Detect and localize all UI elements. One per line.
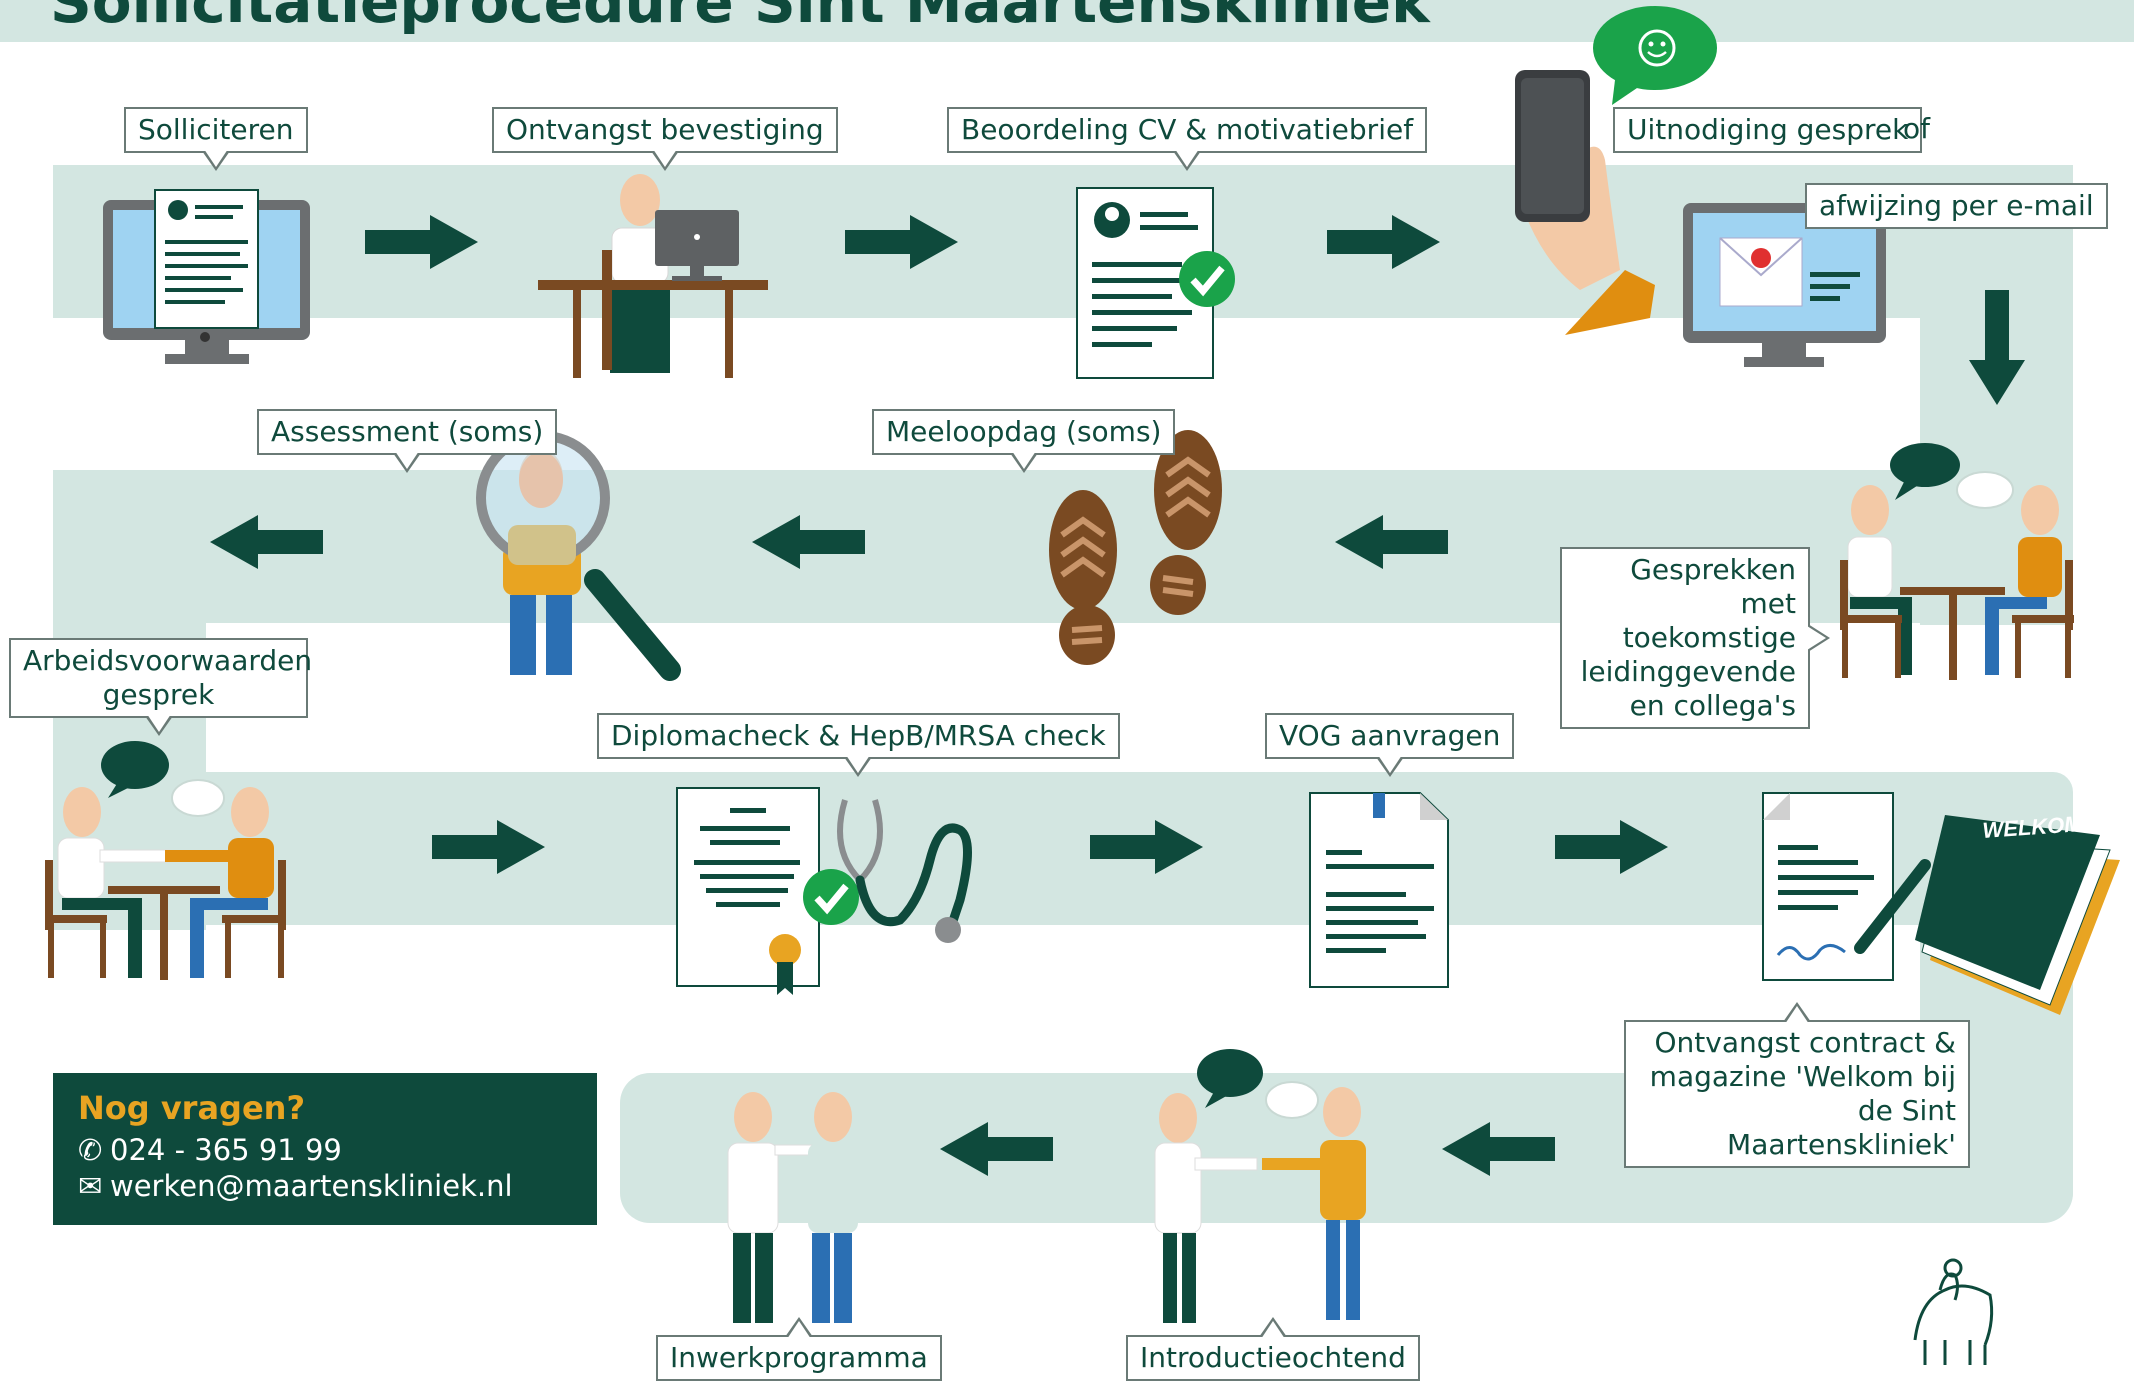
contact-email-row[interactable]: ✉werken@maartenskliniek.nl: [78, 1169, 513, 1203]
monitor-email-icon: [1683, 203, 1886, 367]
step-label-arbeidsvoorwaarden: Arbeidsvoorwaarden gesprek: [9, 638, 312, 736]
step-label-contract: Ontvangst contract & magazine 'Welkom bi…: [1624, 1002, 1970, 1168]
arrow-left: [940, 1122, 1555, 1176]
contact-phone-row[interactable]: ✆024 - 365 91 99: [78, 1133, 342, 1167]
monitor-cv-icon: [103, 189, 310, 364]
step-label-uitnodiging: Uitnodiging gesprek: [1613, 107, 1923, 153]
handshake-conversation-icon: [45, 741, 286, 980]
vog-document-icon: [1309, 792, 1449, 988]
or-text: of: [1903, 112, 1930, 145]
step-label-afwijzing: afwijzing per e-mail: [1805, 183, 2108, 229]
arrow-right: [365, 215, 1440, 269]
conversation-icon: [1840, 443, 2074, 680]
arrow-right: [432, 820, 1668, 874]
step-label-ontvangst: Ontvangst bevestiging: [492, 107, 838, 171]
footprints-icon: [1049, 430, 1222, 665]
page-title: Sollicitatieprocedure Sint Maartensklini…: [50, 0, 1430, 36]
diploma-stethoscope-icon: [676, 787, 972, 995]
step-label-vog: VOG aanvragen: [1265, 713, 1515, 777]
contract-magazine-icon: WELKOM: [1762, 792, 2120, 1015]
person-desk-icon: [538, 174, 768, 378]
step-label-introductie: Introductieochtend: [1126, 1317, 1420, 1381]
step-label-inwerk: Inwerkprogramma: [656, 1317, 942, 1381]
phone-icon: ✆: [78, 1133, 103, 1167]
introduction-handshake-icon: [1154, 1049, 1366, 1323]
contact-box: Nog vragen? ✆024 - 365 91 99 ✉werken@maa…: [53, 1073, 597, 1225]
onboarding-colleagues-icon: [727, 1092, 858, 1323]
phone-message-icon: [1515, 6, 1717, 335]
sint-maartenskliniek-logo: [1913, 1258, 1994, 1365]
step-label-assessment: Assessment (soms): [257, 409, 558, 473]
contact-title: Nog vragen?: [78, 1089, 305, 1127]
contact-email: werken@maartenskliniek.nl: [110, 1169, 513, 1203]
step-label-diplomacheck: Diplomacheck & HepB/MRSA check: [597, 713, 1120, 777]
step-label-gesprekken: Gesprekken met toekomstige leidinggevend…: [1560, 547, 1830, 729]
document-check-icon: [1076, 187, 1235, 379]
arrow-left: [210, 515, 1448, 569]
envelope-icon: ✉: [78, 1169, 103, 1203]
step-label-solliciteren: Solliciteren: [124, 107, 308, 171]
step-label-meeloopdag: Meeloopdag (soms): [872, 409, 1176, 473]
step-label-beoordeling: Beoordeling CV & motivatiebrief: [947, 107, 1428, 171]
magnifier-person-icon: [476, 431, 681, 681]
arrow-down: [1969, 290, 2025, 405]
contact-phone: 024 - 365 91 99: [110, 1133, 342, 1167]
